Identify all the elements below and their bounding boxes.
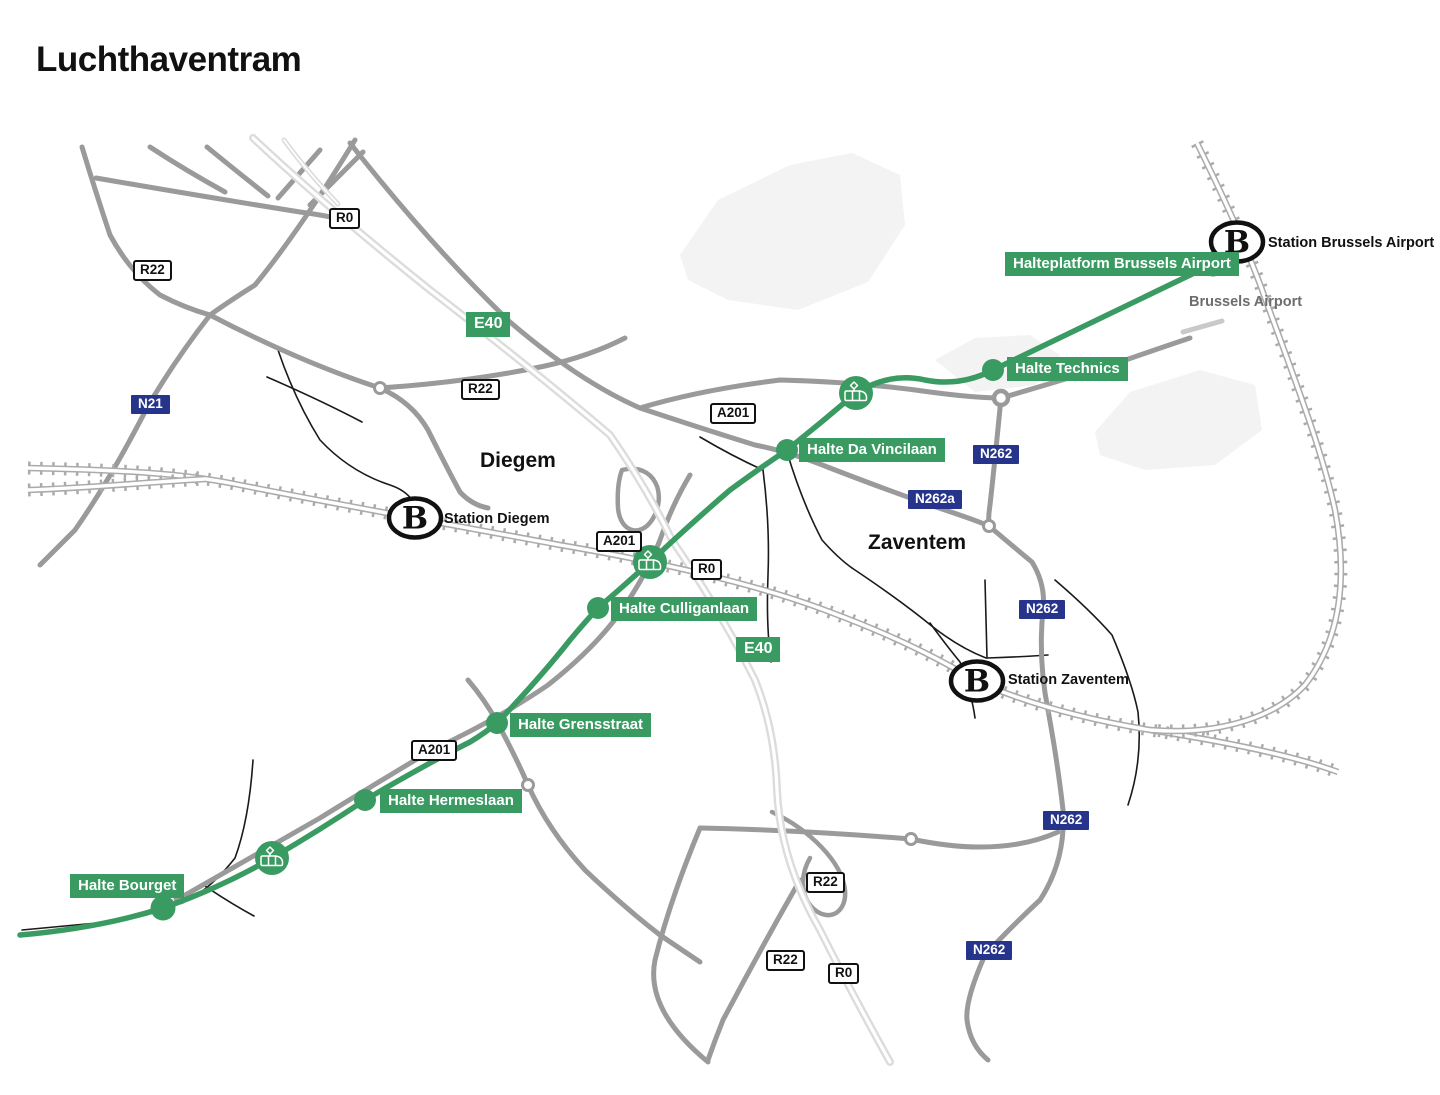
- road-sign-r22-se: R22: [806, 872, 845, 893]
- station-logo-zaventem: B: [951, 662, 1003, 701]
- page-title: Luchthaventram: [36, 40, 302, 79]
- road-sign-a201-sw: A201: [411, 740, 458, 761]
- road-sign-n262-tech: N262: [973, 445, 1020, 464]
- tram-stop-label-hermeslaan: Halte Hermeslaan: [380, 789, 522, 813]
- tram-stop-label-grensstraat: Halte Grensstraat: [510, 713, 652, 737]
- roundabout-technics: [991, 388, 1011, 408]
- road-sign-a201-upper: A201: [710, 403, 757, 424]
- area-label-zaventem: Zaventem: [868, 531, 967, 554]
- tram-stop-dot-technics: [982, 359, 1004, 381]
- tram-stop-label-technics: Halte Technics: [1007, 357, 1128, 381]
- tram-stop-label-halteplatform: Halteplatform Brussels Airport: [1005, 252, 1239, 276]
- railway-stub: [27, 472, 206, 497]
- tram-stop-label-culliganlaan: Halte Culliganlaan: [611, 597, 758, 621]
- station-logo-diegem: B: [389, 499, 441, 538]
- tram-icon-davincilaan: [838, 375, 874, 411]
- station-name-zaventem: Station Zaventem: [1008, 672, 1129, 688]
- road-sign-n262a: N262a: [908, 490, 962, 509]
- tram-stop-dot-davincilaan: [776, 439, 798, 461]
- road-sign-r0-mid: R0: [691, 559, 723, 580]
- station-name-diegem: Station Diegem: [444, 511, 550, 527]
- railways: [27, 140, 1348, 779]
- tram-stop-dot-culliganlaan: [587, 597, 609, 619]
- road-n262: [964, 395, 1066, 1063]
- station-logo-letter: B: [402, 501, 428, 537]
- tram-stop-dot-hermeslaan: [354, 789, 376, 811]
- road-sign-n262-se: N262: [1043, 811, 1090, 830]
- road-sign-e40-south: E40: [736, 637, 781, 662]
- station-logo-letter: B: [964, 664, 990, 700]
- tram-stop-label-bourget: Halte Bourget: [70, 874, 185, 898]
- road-sign-n262-zav: N262: [1019, 600, 1066, 619]
- tram-icon-bourget: [254, 840, 290, 876]
- road-sign-r22-s: R22: [766, 950, 805, 971]
- tram-stop-dot-bourget: [150, 895, 176, 921]
- railway-main: [27, 461, 1341, 779]
- road-sign-r22-nw: R22: [133, 260, 172, 281]
- road-sign-a201-mid: A201: [596, 531, 643, 552]
- station-name-brussels-airport: Station Brussels Airport: [1268, 235, 1435, 251]
- road-sign-e40-north: E40: [466, 312, 511, 337]
- road-sign-r0-s: R0: [828, 963, 860, 984]
- background-areas: [680, 153, 1262, 470]
- road-n21: [37, 137, 358, 568]
- area-label-brussels-airport: Brussels Airport: [1189, 294, 1303, 310]
- tram-stop-label-davincilaan: Halte Da Vincilaan: [799, 438, 945, 462]
- local-roads: [21, 349, 1141, 931]
- road-sign-n21: N21: [131, 395, 170, 414]
- area-label-diegem: Diegem: [480, 449, 556, 472]
- road-sign-n262-s: N262: [966, 941, 1013, 960]
- tram-stop-dot-grensstraat: [486, 712, 508, 734]
- road-sign-r22-mid: R22: [461, 379, 500, 400]
- road-r22-west: [79, 144, 491, 511]
- road-sign-r0-top: R0: [329, 208, 361, 229]
